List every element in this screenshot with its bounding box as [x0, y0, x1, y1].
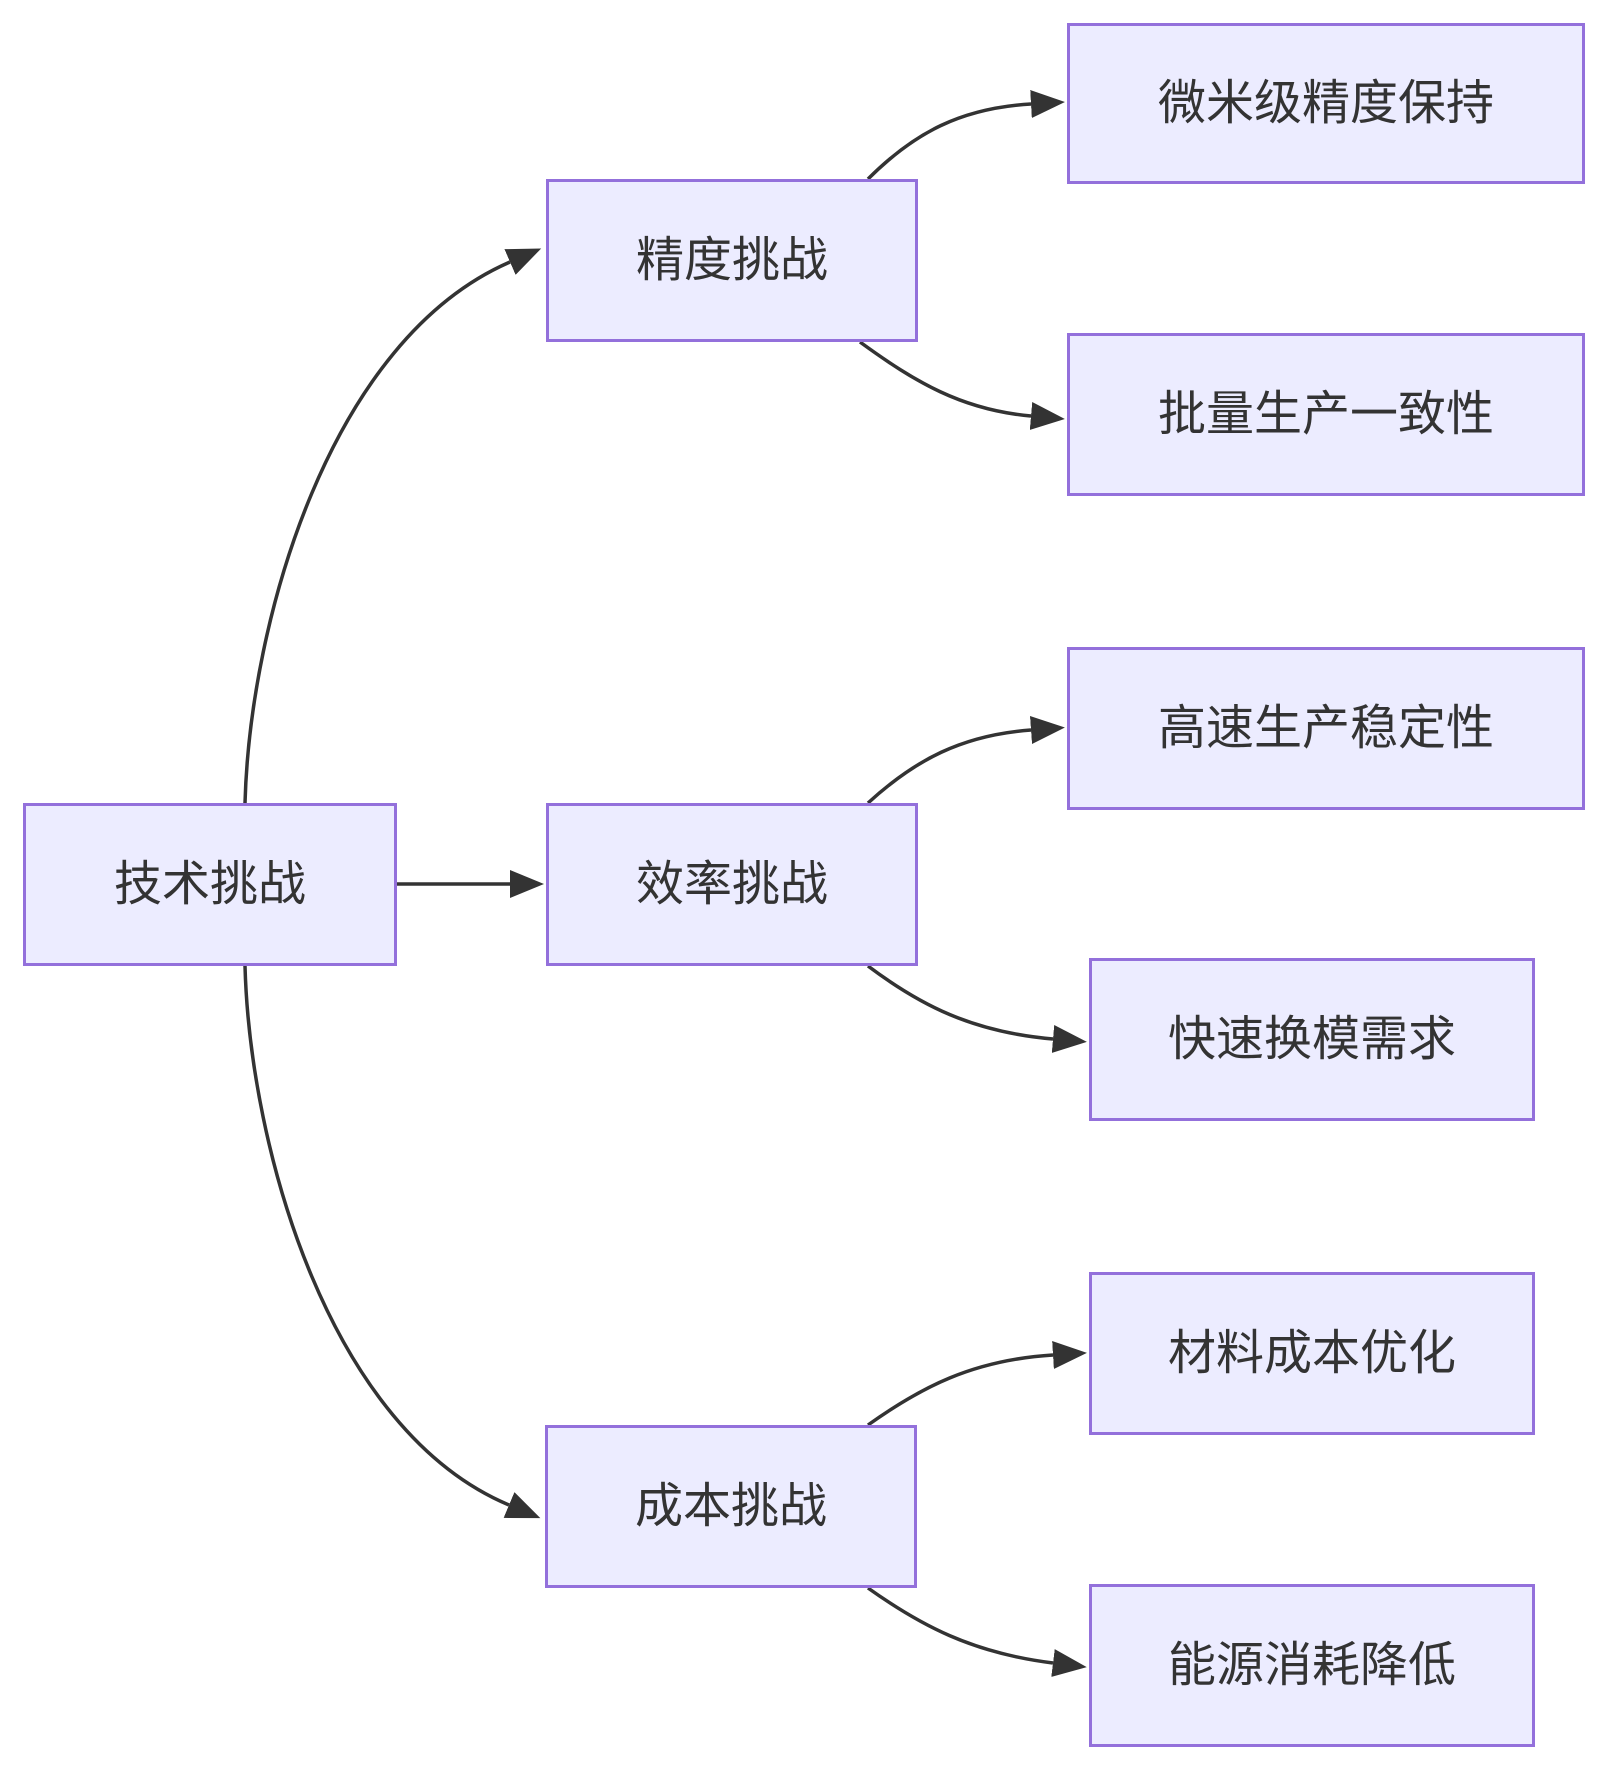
node-root-label: 技术挑战: [113, 857, 306, 911]
node-precision-challenge: 精度挑战: [546, 179, 918, 342]
node-micron-precision: 微米级精度保持: [1067, 23, 1585, 184]
node-batch-consistency: 批量生产一致性: [1067, 333, 1585, 496]
node-cost-challenge: 成本挑战: [545, 1425, 917, 1588]
node-material-label: 材料成本优化: [1167, 1326, 1456, 1380]
edge-cost-material: [866, 1341, 1087, 1427]
node-energy-label: 能源消耗降低: [1167, 1638, 1456, 1692]
node-cost-label: 成本挑战: [634, 1479, 827, 1533]
node-highspeed-stability: 高速生产稳定性: [1067, 647, 1585, 810]
edge-precision-batch: [858, 340, 1065, 430]
node-batch-label: 批量生产一致性: [1157, 387, 1494, 441]
node-root-tech-challenge: 技术挑战: [23, 803, 397, 966]
node-micron-label: 微米级精度保持: [1157, 76, 1494, 130]
node-efficiency-label: 效率挑战: [635, 857, 828, 911]
node-quick-moldchange: 快速换模需求: [1089, 958, 1535, 1121]
edge-root-precision: [243, 248, 542, 804]
node-material-cost: 材料成本优化: [1089, 1272, 1535, 1435]
node-moldchange-label: 快速换模需求: [1167, 1012, 1456, 1066]
node-efficiency-challenge: 效率挑战: [546, 803, 918, 966]
edge-root-cost: [243, 965, 541, 1519]
node-energy-reduction: 能源消耗降低: [1089, 1584, 1535, 1747]
edge-cost-energy: [866, 1586, 1087, 1677]
node-precision-label: 精度挑战: [635, 233, 828, 287]
node-highspeed-label: 高速生产稳定性: [1157, 701, 1494, 755]
edge-efficiency-highspeed: [866, 716, 1065, 805]
edge-efficiency-moldchange: [866, 964, 1087, 1053]
edge-precision-micron: [866, 90, 1065, 181]
